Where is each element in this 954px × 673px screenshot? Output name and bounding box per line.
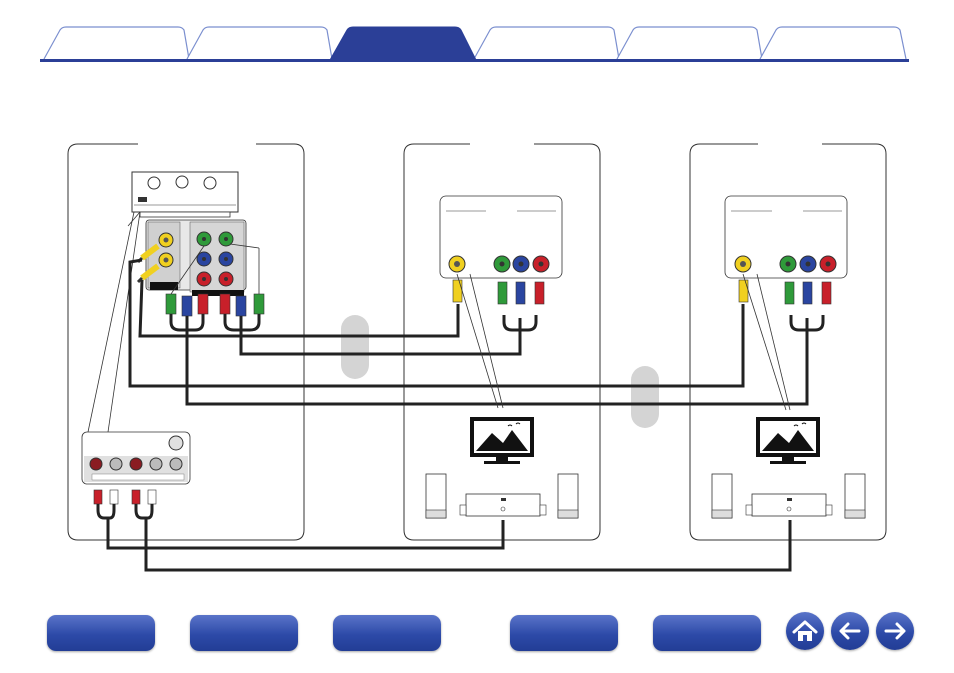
zone-2-speaker-left (425, 473, 447, 519)
nav-button-3[interactable] (333, 615, 441, 651)
zone-3-speaker-left (711, 473, 733, 519)
nav-button-2[interactable] (190, 615, 298, 651)
nav-button-1[interactable] (47, 615, 155, 651)
home-icon (792, 620, 818, 641)
zone-2-tv-icon (470, 417, 534, 464)
main-room-panel (67, 143, 305, 541)
tab-2[interactable] (186, 26, 333, 60)
connection-diagram (67, 143, 887, 572)
av-receiver (131, 171, 239, 218)
rear-panel-audio-outputs (81, 431, 191, 485)
tab-underline (40, 59, 909, 62)
tab-5[interactable] (616, 26, 763, 60)
zone-2-bubble (341, 315, 369, 379)
tab-6[interactable] (759, 26, 907, 60)
tab-4[interactable] (473, 26, 620, 60)
home-button[interactable] (786, 612, 824, 650)
zone-2-speaker-right (557, 473, 579, 519)
zone-3-amplifier (745, 493, 833, 517)
zone-3-speaker-right (844, 473, 866, 519)
zone-3-room-panel (689, 143, 887, 541)
forward-button[interactable] (876, 612, 914, 650)
back-button[interactable] (831, 612, 869, 650)
nav-button-5[interactable] (653, 615, 761, 651)
tab-1[interactable] (43, 26, 190, 60)
zone-3-tv-inputs (724, 195, 848, 411)
zone-2-amplifier (459, 493, 547, 517)
nav-button-4[interactable] (510, 615, 618, 651)
arrow-right-icon (884, 622, 906, 640)
audio-plugs (93, 489, 157, 505)
arrow-left-icon (839, 622, 861, 640)
zone-2-tv-inputs (439, 195, 563, 409)
cables (106, 258, 825, 572)
zone-3-tv-icon (756, 417, 820, 464)
rear-panel-video-outputs (145, 219, 247, 296)
zone-3-bubble (631, 366, 659, 428)
tab-bar (40, 26, 909, 62)
tab-3-active[interactable] (329, 26, 477, 61)
